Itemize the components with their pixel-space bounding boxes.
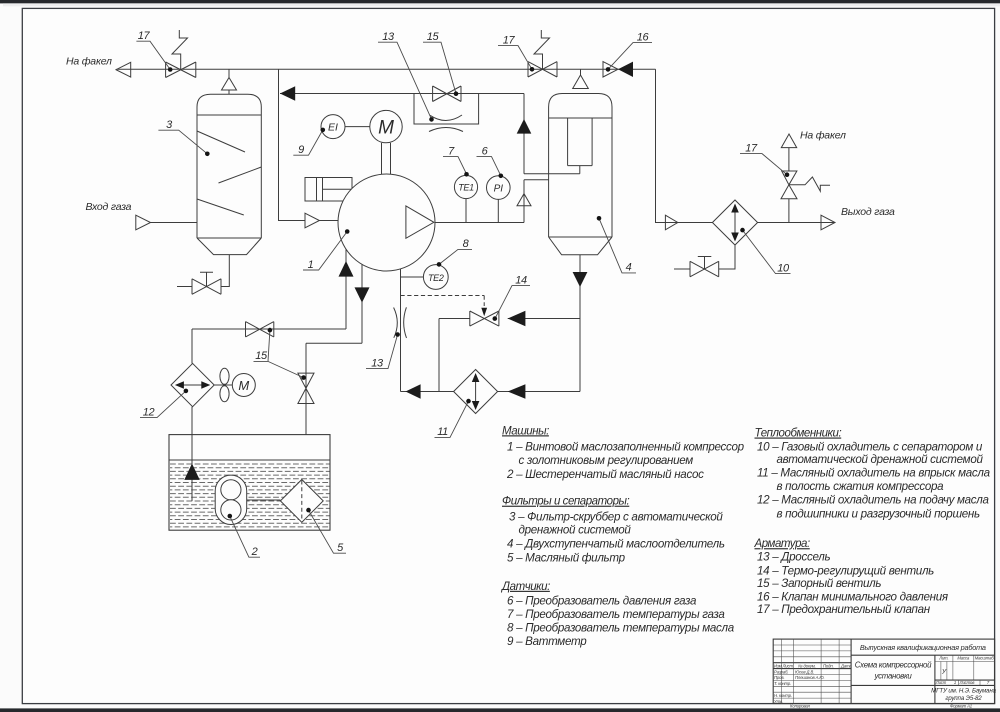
svg-text:Формат А1: Формат А1 — [950, 704, 972, 709]
svg-text:Теплообменники:: Теплообменники: — [755, 428, 842, 440]
svg-text:Масштаб: Масштаб — [975, 656, 995, 661]
svg-text:14 – Термо-регулирущий вентил: 14 – Термо-регулирущий вентиль — [757, 565, 934, 578]
svg-text:15: 15 — [427, 31, 440, 43]
svg-text:Н. контр.: Н. контр. — [774, 693, 792, 698]
svg-text:8 – Преобразователь температур: 8 – Преобразователь температуры масла — [507, 621, 735, 634]
svg-text:Утв.: Утв. — [774, 699, 783, 704]
svg-text:3 – Фильтр-скруббер с автомати: 3 – Фильтр-скруббер с автоматической — [509, 510, 723, 523]
svg-text:Изм Лист: Изм Лист — [774, 663, 794, 668]
svg-text:Пров.: Пров. — [774, 675, 785, 680]
svg-text:5: 5 — [337, 542, 344, 554]
svg-text:17: 17 — [138, 30, 151, 42]
svg-text:13 – Дроссель: 13 – Дроссель — [757, 551, 830, 564]
svg-text:Разраб.: Разраб. — [774, 669, 788, 674]
svg-text:ТЕ1: ТЕ1 — [458, 183, 474, 193]
svg-text:PI: PI — [494, 183, 504, 194]
svg-text:Вход газа: Вход газа — [86, 201, 132, 213]
svg-text:8: 8 — [463, 238, 470, 250]
svg-text:7 – Преобразователь температур: 7 – Преобразователь температуры газа — [507, 608, 725, 621]
svg-text:Машины:: Машины: — [502, 425, 549, 437]
svg-text:Арматура:: Арматура: — [754, 538, 810, 550]
svg-text:На факел: На факел — [800, 129, 846, 141]
svg-text:14: 14 — [515, 274, 527, 286]
svg-text:1: 1 — [308, 259, 314, 271]
svg-text:автоматической дренажной систе: автоматической дренажной системой — [777, 453, 984, 466]
svg-text:4: 4 — [626, 262, 632, 274]
svg-text:Плешанов А.Ю.: Плешанов А.Ю. — [795, 675, 825, 680]
svg-text:EI: EI — [328, 121, 338, 133]
svg-text:1 – Винтовой маслозаполненный: 1 – Винтовой маслозаполненный компрессор — [507, 440, 745, 453]
svg-text:10: 10 — [777, 263, 790, 275]
svg-text:17 – Предохранительный клапан: 17 – Предохранительный клапан — [757, 603, 931, 616]
svg-text:9 – Ваттметр: 9 – Ваттметр — [507, 635, 587, 648]
svg-text:Масса: Масса — [957, 656, 970, 661]
svg-text:Юсев Д.В.: Юсев Д.В. — [795, 669, 814, 674]
svg-text:Выпускная квалификационная раб: Выпускная квалификационная работа — [860, 643, 986, 652]
svg-text:7: 7 — [987, 680, 990, 685]
svg-text:Лит.: Лит. — [938, 656, 948, 661]
svg-text:Выход газа: Выход газа — [841, 206, 895, 218]
svg-text:М: М — [238, 378, 249, 393]
svg-text:МГТУ им. Н.Э. Баумана: МГТУ им. Н.Э. Баумана — [931, 688, 996, 695]
svg-text:№ докум.: № докум. — [798, 663, 816, 668]
svg-text:10 – Газовый охладитель с сепа: 10 – Газовый охладитель с сепаратором и — [757, 440, 983, 453]
svg-text:Подп.: Подп. — [823, 663, 834, 668]
svg-text:11 – Масляный охладитель на вп: 11 – Масляный охладитель на впрыск масла — [757, 467, 991, 480]
svg-text:4 – Двухступенчатый маслоотдел: 4 – Двухступенчатый маслоотделитель — [507, 538, 725, 551]
svg-text:Датчики:: Датчики: — [500, 581, 550, 593]
svg-text:12: 12 — [143, 406, 155, 418]
svg-text:6: 6 — [482, 145, 489, 157]
svg-text:Фильтры и сепараторы:: Фильтры и сепараторы: — [502, 496, 630, 508]
svg-text:16 – Клапан минимального давле: 16 – Клапан минимального давления — [757, 590, 948, 603]
svg-text:11: 11 — [437, 426, 448, 438]
svg-text:15 – Запорный вентиль: 15 – Запорный вентиль — [757, 577, 881, 590]
svg-text:У: У — [941, 669, 947, 676]
svg-text:17: 17 — [745, 142, 758, 154]
svg-text:13: 13 — [382, 31, 395, 43]
svg-text:12 – Масляный охладитель на по: 12 – Масляный охладитель на подачу масла — [757, 494, 990, 507]
svg-text:15: 15 — [255, 350, 268, 362]
svg-text:группа Э5-82: группа Э5-82 — [945, 695, 982, 702]
svg-text:Дата: Дата — [840, 663, 852, 668]
svg-text:5 – Масляный фильтр: 5 – Масляный фильтр — [507, 551, 626, 564]
svg-text:с золотниковым регулированием: с золотниковым регулированием — [519, 454, 694, 467]
svg-text:13: 13 — [371, 357, 384, 369]
svg-text:Листов: Листов — [959, 680, 976, 685]
svg-text:9: 9 — [298, 144, 304, 156]
svg-text:Схема компрессорной: Схема компрессорной — [855, 661, 932, 670]
svg-text:На факел: На факел — [66, 56, 112, 68]
svg-text:ТЕ2: ТЕ2 — [428, 273, 444, 283]
svg-text:2 – Шестеренчатый масляный нас: 2 – Шестеренчатый масляный насос — [506, 468, 704, 481]
svg-text:в подшипники и разгрузочный по: в подшипники и разгрузочный поршень — [777, 507, 981, 520]
svg-text:Лист: Лист — [935, 680, 947, 685]
svg-text:дренажной системой: дренажной системой — [519, 524, 632, 537]
svg-text:16: 16 — [637, 32, 650, 44]
svg-text:6 – Преобразователь давления г: 6 – Преобразователь давления газа — [507, 594, 697, 607]
svg-text:7: 7 — [448, 145, 455, 157]
svg-text:17: 17 — [503, 35, 516, 47]
svg-text:3: 3 — [166, 119, 173, 131]
svg-text:М: М — [378, 118, 394, 139]
svg-text:установки: установки — [873, 672, 912, 681]
svg-text:Копировал: Копировал — [790, 704, 811, 709]
svg-text:1: 1 — [954, 680, 956, 685]
svg-text:Т. контр.: Т. контр. — [774, 681, 791, 686]
svg-text:2: 2 — [251, 546, 258, 558]
svg-text:в полость сжатия компрессора: в полость сжатия компрессора — [777, 480, 945, 493]
